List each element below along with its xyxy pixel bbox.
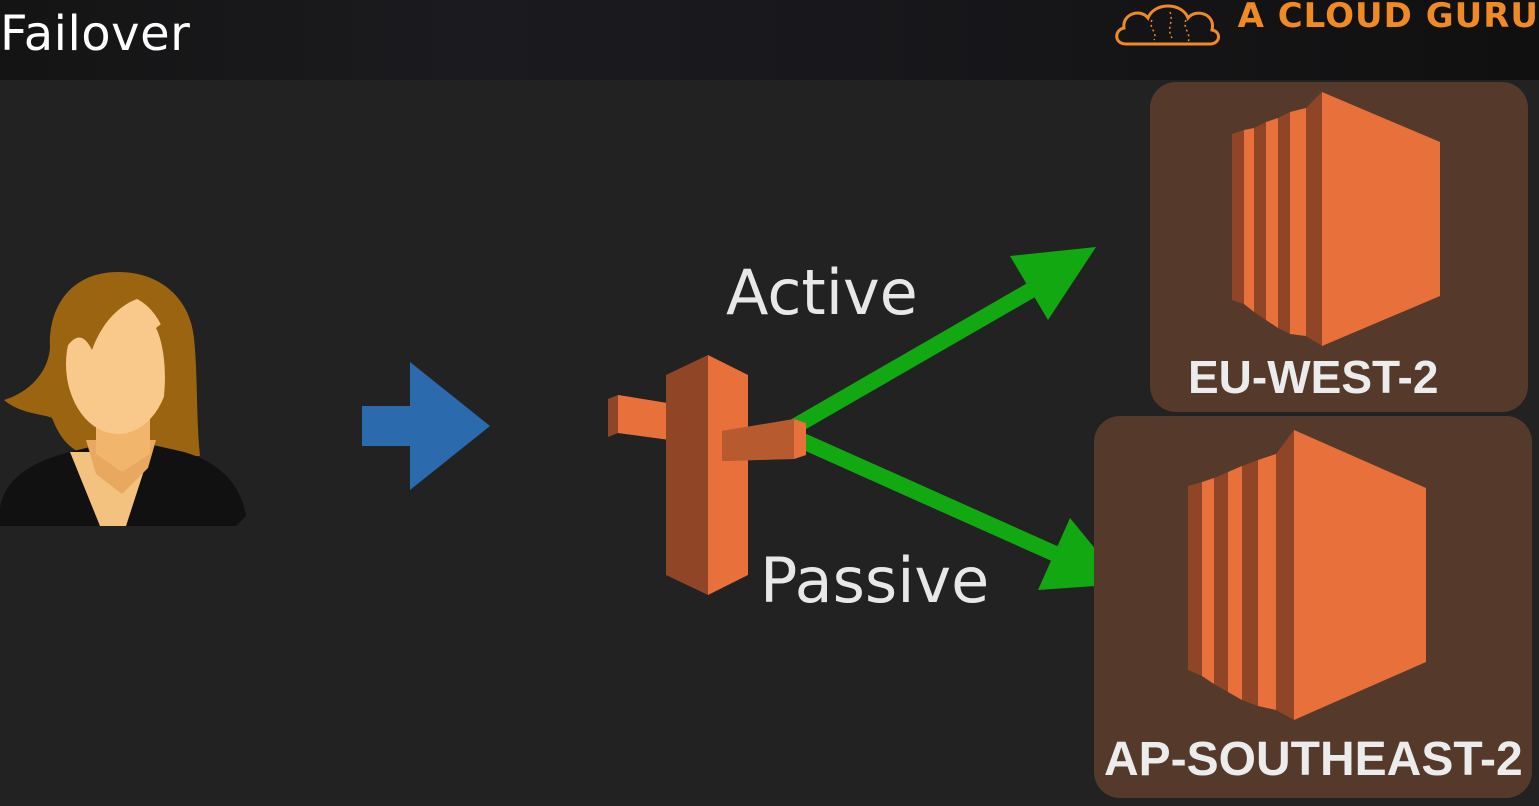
user-icon: [0, 272, 246, 526]
brand-logo: A CLOUD GURU: [1112, 0, 1539, 46]
region-label: EU-WEST-2: [1188, 351, 1439, 403]
arrow-right-icon: [362, 362, 490, 490]
header-bar: Failover A CLOUD GURU: [0, 0, 1539, 80]
cloud-logo-icon: [1114, 4, 1220, 46]
ec2-server-icon: [1188, 430, 1426, 720]
ec2-server-icon: [1232, 92, 1440, 346]
region-card-ap-southeast-2: AP-SOUTHEAST-2: [1094, 416, 1532, 798]
region-label: AP-SOUTHEAST-2: [1104, 733, 1523, 786]
region-card-eu-west-2: EU-WEST-2: [1150, 82, 1528, 412]
route53-icon: [608, 355, 806, 595]
active-label: Active: [726, 256, 918, 329]
active-route-arrow: [788, 247, 1096, 435]
slide-title: Failover: [0, 6, 191, 62]
passive-label: Passive: [760, 544, 990, 617]
brand-name: A CLOUD GURU: [1237, 0, 1539, 36]
